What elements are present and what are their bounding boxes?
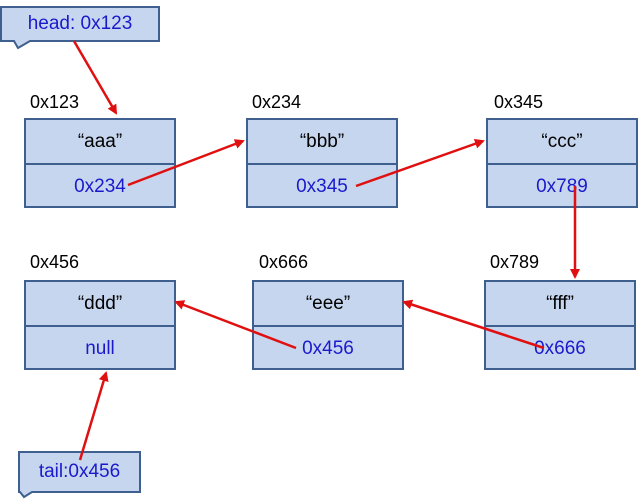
node-address: 0x123: [30, 92, 80, 112]
node-next-pointer: null: [85, 337, 115, 359]
node-address: 0x234: [252, 92, 302, 112]
node-value: “fff”: [486, 282, 634, 327]
node-value: “ccc”: [488, 120, 636, 165]
node-next-pointer: 0x456: [302, 337, 354, 359]
head-arrow: [72, 40, 118, 115]
node-next-pointer: 0x234: [74, 175, 126, 197]
list-node: “ccc” 0x789: [486, 118, 638, 208]
node-address: 0x456: [30, 252, 80, 272]
list-node: “bbb” 0x345: [246, 118, 398, 208]
node-next-pointer: 0x789: [536, 175, 588, 197]
node-value: “bbb”: [248, 120, 396, 165]
list-node: “fff” 0x666: [484, 280, 636, 370]
list-node: “ddd” null: [24, 280, 176, 370]
node-value: “eee”: [254, 282, 402, 327]
tail-arrow: [78, 371, 109, 461]
node-address: 0x789: [490, 252, 540, 272]
list-node: “eee” 0x456: [252, 280, 404, 370]
node-next-pointer: 0x666: [534, 337, 586, 359]
head-pointer-text: head: 0x123: [27, 13, 133, 34]
node-value: “aaa”: [26, 120, 174, 165]
node-value: “ddd”: [26, 282, 174, 327]
node-address: 0x345: [494, 92, 544, 112]
node-next-pointer: 0x345: [296, 175, 348, 197]
tail-pointer-label: tail:0x456: [20, 453, 139, 491]
list-node: “aaa” 0x234: [24, 118, 176, 208]
head-pointer-label: head: 0x123: [2, 8, 158, 40]
node-address: 0x666: [259, 252, 309, 272]
tail-pointer-text: tail:0x456: [38, 461, 121, 482]
